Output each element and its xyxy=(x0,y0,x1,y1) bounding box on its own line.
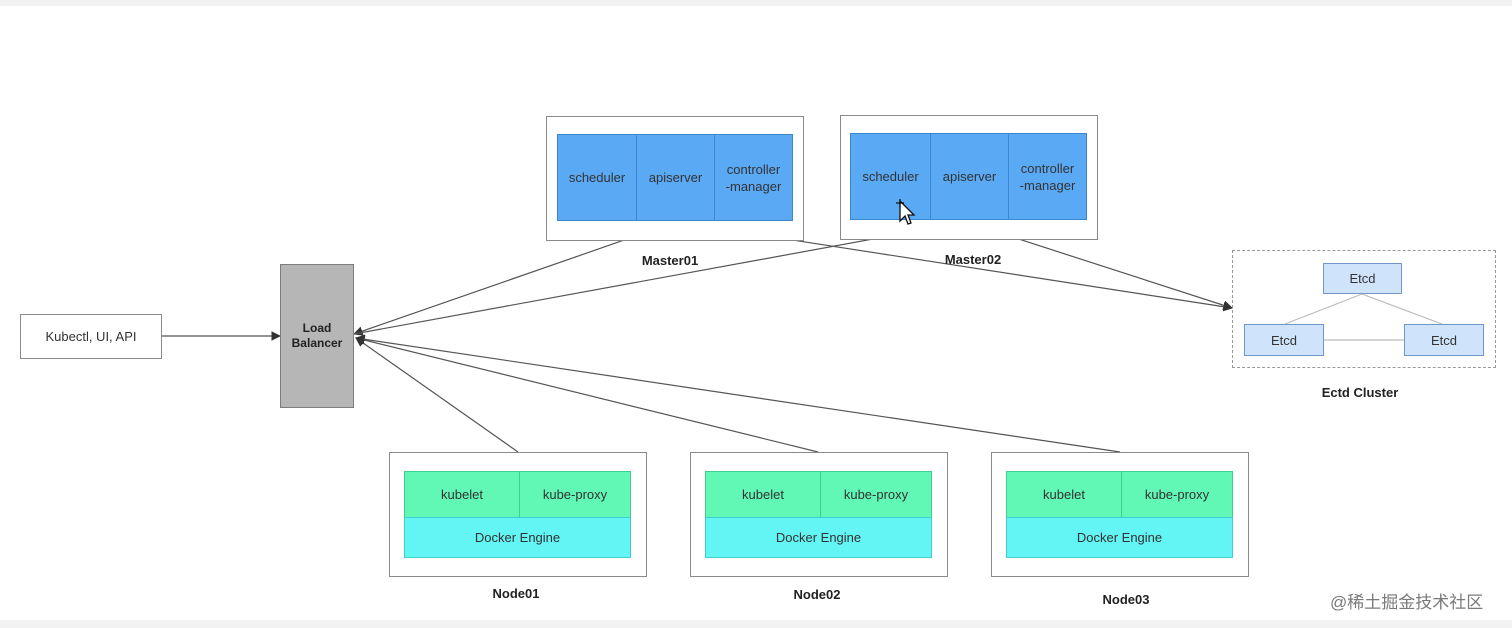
master01-controller-label-line2: -manager xyxy=(725,178,782,194)
node02-kubelet: kubelet xyxy=(705,471,821,518)
node01-kube-proxy: kube-proxy xyxy=(519,471,631,518)
master02-controller-label-line1: controller xyxy=(1020,160,1075,176)
node03-caption: Node03 xyxy=(1102,592,1150,607)
etcd-member-right-label: Etcd xyxy=(1430,332,1457,348)
master02-caption: Master02 xyxy=(944,252,1002,267)
node02-docker-engine: Docker Engine xyxy=(705,517,932,558)
master02-scheduler-label: scheduler xyxy=(862,169,919,184)
node01-kubelet: kubelet xyxy=(404,471,520,518)
etcd-link-top-right xyxy=(1361,293,1443,325)
etcd-member-left-label: Etcd xyxy=(1270,332,1297,348)
master01-apiserver-label: apiserver xyxy=(648,170,703,185)
client-box: Kubectl, UI, API xyxy=(20,314,162,359)
etcd-member-left: Etcd xyxy=(1244,324,1324,356)
watermark: @稀土掘金技术社区 xyxy=(1330,593,1484,612)
node01-caption: Node01 xyxy=(492,586,540,601)
etcd-cluster-frame xyxy=(1232,250,1496,368)
master01-scheduler-label: scheduler xyxy=(568,170,626,185)
master01-caption: Master01 xyxy=(641,253,699,268)
node03-kubelet-label: kubelet xyxy=(1043,487,1085,502)
node03-kube-proxy-label: kube-proxy xyxy=(1144,487,1210,502)
node03-docker-engine: Docker Engine xyxy=(1006,517,1233,558)
top-edge xyxy=(0,0,1512,6)
load-balancer-label-line2: Balancer xyxy=(291,336,343,350)
mouse-pointer-icon xyxy=(896,199,916,225)
node03-to-lb-arrow xyxy=(355,334,1121,453)
master01-controller-label-line1: controller xyxy=(726,161,781,177)
etcd-member-top-label: Etcd xyxy=(1349,271,1376,286)
load-balancer-box: Load Balancer xyxy=(280,264,354,408)
master01-apiserver: apiserver xyxy=(636,134,715,221)
etcd-member-top: Etcd xyxy=(1323,263,1402,294)
node01-docker-engine-label: Docker Engine xyxy=(474,530,561,545)
node02-docker-engine-label: Docker Engine xyxy=(775,530,862,545)
master02-scheduler: scheduler xyxy=(850,133,931,220)
master02-controller-label-line2: -manager xyxy=(1019,177,1076,193)
master01-controller-manager: controller -manager xyxy=(714,134,793,221)
node01-docker-engine: Docker Engine xyxy=(404,517,631,558)
lb-master02-arrow xyxy=(353,218,967,335)
node01-kube-proxy-label: kube-proxy xyxy=(542,487,608,502)
etcd-cluster-caption: Ectd Cluster xyxy=(1321,385,1399,400)
master02-apiserver: apiserver xyxy=(930,133,1009,220)
node02-to-lb-arrow xyxy=(355,335,819,453)
master01-scheduler: scheduler xyxy=(557,134,637,221)
etcd-member-right: Etcd xyxy=(1404,324,1484,356)
node01-kubelet-label: kubelet xyxy=(441,487,483,502)
bottom-edge xyxy=(0,620,1512,628)
node03-kubelet: kubelet xyxy=(1006,471,1122,518)
node01-to-lb-arrow xyxy=(355,337,519,453)
master02-controller-manager: controller -manager xyxy=(1008,133,1087,220)
client-label: Kubectl, UI, API xyxy=(45,329,137,344)
node02-kubelet-label: kubelet xyxy=(742,487,784,502)
node03-docker-engine-label: Docker Engine xyxy=(1076,530,1163,545)
node02-kube-proxy: kube-proxy xyxy=(820,471,932,518)
node02-caption: Node02 xyxy=(793,587,841,602)
etcd-link-top-left xyxy=(1284,293,1363,325)
master02-apiserver-label: apiserver xyxy=(942,169,997,184)
node02-kube-proxy-label: kube-proxy xyxy=(843,487,909,502)
load-balancer-label-line1: Load xyxy=(302,321,332,335)
node03-kube-proxy: kube-proxy xyxy=(1121,471,1233,518)
